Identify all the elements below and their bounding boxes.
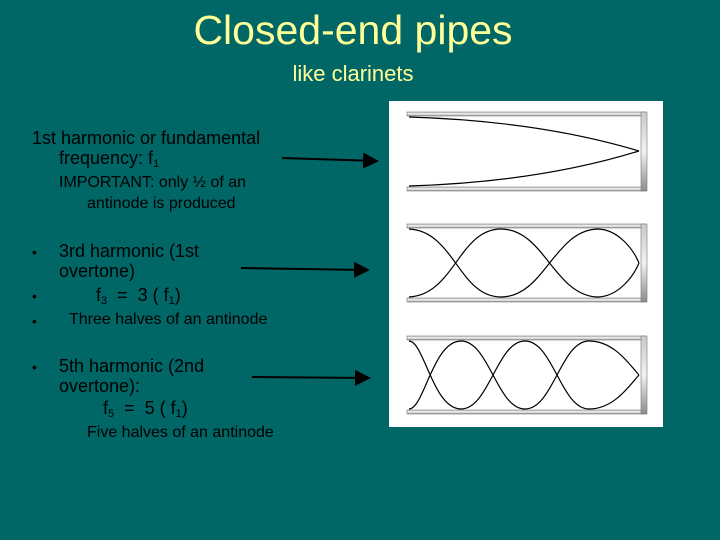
first-harmonic-line2: frequency: f1 <box>59 148 160 170</box>
slide-title: Closed-end pipes <box>193 7 513 53</box>
pipe-fifth-harmonic <box>406 335 648 415</box>
pipe-fundamental <box>406 111 648 192</box>
fifth-harmonic-formula: f5 = 5 ( f1) <box>103 398 188 420</box>
fifth-harmonic-bullet: • <box>32 359 37 375</box>
arrow-first-harmonic <box>281 152 379 169</box>
third-harmonic-line2: overtone) <box>59 261 136 281</box>
first-harmonic-line1: 1st harmonic or fundamental <box>32 128 261 148</box>
first-harmonic-note-line2: antinode is produced <box>87 195 236 212</box>
slide-subtitle: like clarinets <box>292 61 414 86</box>
first-harmonic-note-line1: IMPORTANT: only ½ of an <box>59 174 247 191</box>
fifth-harmonic-line1: 5th harmonic (2nd <box>59 356 205 376</box>
pipe-third-harmonic <box>406 223 648 303</box>
arrow-fifth-harmonic <box>251 369 371 386</box>
fifth-harmonic-line2: overtone): <box>59 376 141 396</box>
third-harmonic-formula: f3 = 3 ( f1) <box>96 285 181 307</box>
arrow-third-harmonic <box>240 261 370 278</box>
third-harmonic-line1: 3rd harmonic (1st <box>59 241 200 261</box>
third-harmonic-bullet-2: • <box>32 288 37 304</box>
pipe-diagram <box>389 101 663 427</box>
third-harmonic-note: Three halves of an antinode <box>69 311 268 328</box>
third-harmonic-bullet-1: • <box>32 244 37 260</box>
fifth-harmonic-note: Five halves of an antinode <box>87 424 274 441</box>
third-harmonic-bullet-3: • <box>32 313 37 329</box>
